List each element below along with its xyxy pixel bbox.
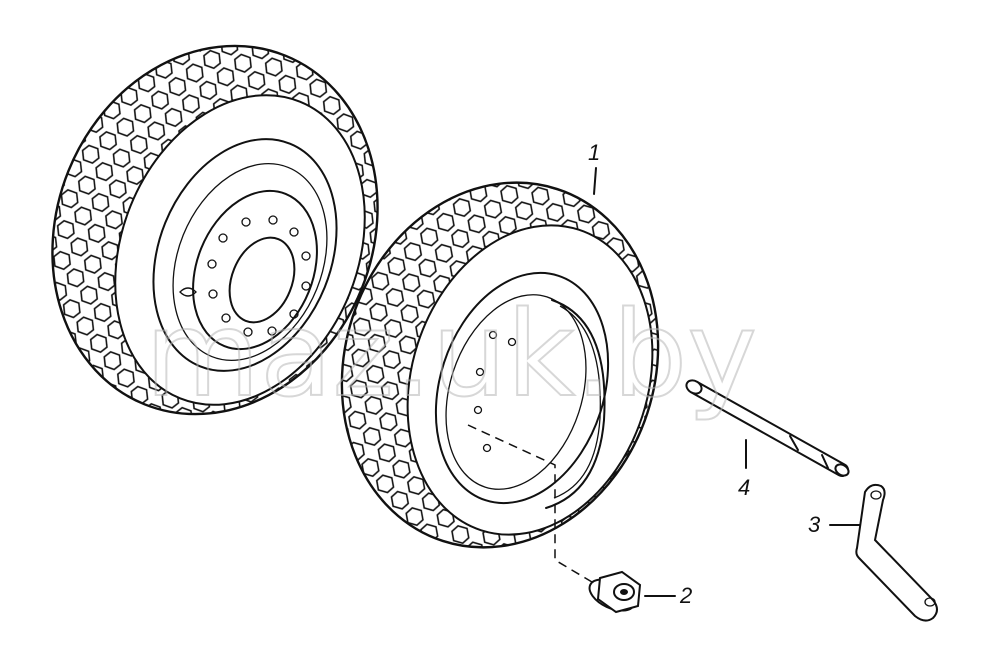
leader-1 [593,167,597,195]
assembly-line [467,424,593,583]
rear-wheel [51,44,379,416]
wheel-nut [588,570,642,614]
callout-3: 3 [808,512,821,537]
callout-2: 2 [679,583,692,608]
watermark: maz.uk.by [145,285,757,423]
front-wheel-bolt-holes [473,330,517,453]
callout-4: 4 [738,475,750,500]
bracket [855,483,938,622]
front-wheel [340,181,660,549]
wheel-pin [685,379,850,477]
rear-wheel-bolt-holes [207,215,311,337]
callout-1: 1 [588,140,600,165]
